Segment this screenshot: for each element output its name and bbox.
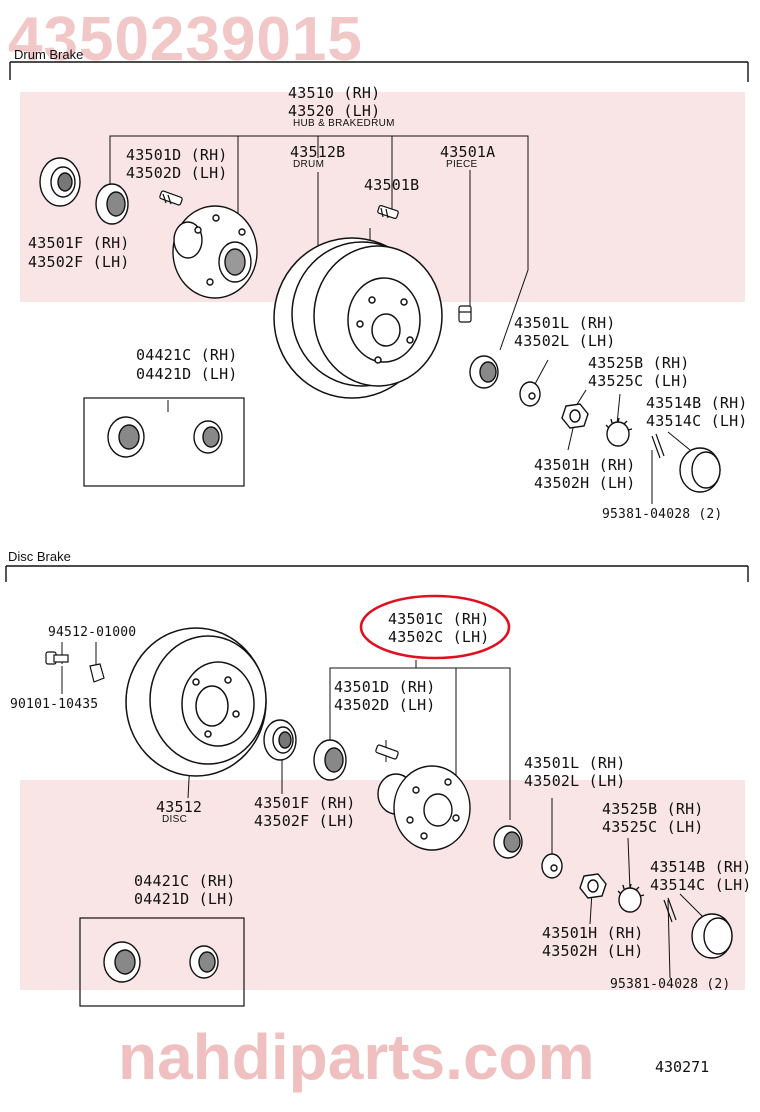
drum-cotter-pin	[651, 433, 665, 459]
disc-outer-bearing-label-lh: 43502L (LH)	[524, 772, 626, 790]
drum-bolt-b-label: 43501B	[364, 176, 420, 194]
drum-seal-label-lh: 43502F (LH)	[28, 253, 130, 271]
disc-bearing-label-lh: 04421D (LH)	[134, 890, 236, 908]
drum-hub-label-lh: 43520 (LH)	[288, 102, 381, 120]
drum-bolt-label-rh: 43501D (RH)	[126, 146, 228, 164]
disc-hub	[377, 765, 471, 851]
disc-cap-label-rh: 43514B (RH)	[650, 858, 752, 876]
disc-bearing-label-rh: 04421C (RH)	[134, 872, 236, 890]
drum-hub	[172, 205, 258, 299]
drum-outer-bearing-label-rh: 43501L (RH)	[514, 314, 616, 332]
disc-bearing-cone-2	[189, 945, 219, 979]
drum-outer-bearing-label-lh: 43502L (LH)	[514, 332, 616, 350]
drum-washer	[519, 381, 541, 407]
drum-pin-label: 95381-04028 (2)	[602, 507, 723, 522]
drum-bearing-box	[83, 397, 245, 487]
drum-nut-label-rh: 43501H (RH)	[534, 456, 636, 474]
drum-section-title: Drum Brake	[14, 47, 84, 62]
drum-bolt-label-lh: 43502D (LH)	[126, 164, 228, 182]
disc-seal-label-lh: 43502F (LH)	[254, 812, 356, 830]
disc-nut	[579, 873, 607, 899]
disc-label: 43512	[156, 798, 203, 816]
disc-set-screw	[89, 663, 105, 683]
drum-grease-cap	[679, 447, 721, 493]
disc-washer	[541, 853, 563, 879]
disc-grease-cap	[691, 913, 733, 959]
disc-lock-label-lh: 43525C (LH)	[602, 818, 704, 836]
drum-piece-sublabel: PIECE	[446, 159, 478, 170]
disc-nut-label-rh: 43501H (RH)	[542, 924, 644, 942]
disc-section-frame	[5, 565, 749, 582]
figure-number: 430271	[655, 1058, 710, 1076]
drum-bearing-label-lh: 04421D (LH)	[136, 365, 238, 383]
drum-bearing-label-rh: 04421C (RH)	[136, 346, 238, 364]
disc-outer-bearing-label-rh: 43501L (RH)	[524, 754, 626, 772]
disc-nut-label-lh: 43502H (LH)	[542, 942, 644, 960]
drum-label: 43512B	[290, 143, 346, 161]
drum-lock-cap	[605, 417, 633, 447]
drum-cap-label-lh: 43514C (LH)	[646, 412, 748, 430]
disc-bolt-d-label-rh: 43501D (RH)	[334, 678, 436, 696]
disc-cotter-pin	[663, 897, 677, 923]
drum-bearing-cone-1	[107, 416, 145, 458]
disc-stud-bolt	[375, 744, 399, 760]
disc-inner-bearing	[313, 739, 347, 781]
disc-lock-cap	[617, 883, 645, 913]
disc-hub-bolt	[45, 651, 69, 665]
disc-outer-bearing	[493, 825, 523, 859]
drum-lock-label-rh: 43525B (RH)	[588, 354, 690, 372]
drum-sublabel: DRUM	[293, 159, 325, 170]
drum-hub-sublabel: HUB & BRAKEDRUM	[293, 118, 395, 129]
disc-bolt-label: 90101-10435	[10, 697, 99, 712]
disc-section-title: Disc Brake	[8, 549, 71, 564]
drum-nut-label-lh: 43502H (LH)	[534, 474, 636, 492]
disc-sublabel: DISC	[162, 814, 188, 825]
disc-cap-label-lh: 43514C (LH)	[650, 876, 752, 894]
highlight-circle	[359, 594, 511, 660]
drum-piece-label: 43501A	[440, 143, 496, 161]
disc-seal-label-rh: 43501F (RH)	[254, 794, 356, 812]
drum-lock-label-lh: 43525C (LH)	[588, 372, 690, 390]
drum-inner-bearing	[95, 183, 129, 225]
watermark-bands	[20, 92, 745, 990]
drum-bearing-cone-2	[193, 420, 223, 454]
disc-oil-seal	[263, 719, 297, 761]
disc-bearing-cone-1	[103, 941, 141, 983]
brake-disc	[125, 627, 267, 777]
disc-pin-label: 95381-04028 (2)	[610, 977, 731, 992]
brake-drum	[273, 237, 443, 399]
drum-section-frame	[9, 61, 749, 82]
disc-hub-label-lh: 43502C (LH)	[388, 628, 490, 646]
drum-cap-label-rh: 43514B (RH)	[646, 394, 748, 412]
drum-outer-bearing	[469, 355, 499, 389]
disc-bearing-box	[79, 917, 245, 1007]
disc-hub-label-rh: 43501C (RH)	[388, 610, 490, 628]
drum-seal-label-rh: 43501F (RH)	[28, 234, 130, 252]
drum-hub-label-rh: 43510 (RH)	[288, 84, 381, 102]
drum-nut	[561, 403, 589, 429]
disc-bolt-d-label-lh: 43502D (LH)	[334, 696, 436, 714]
drum-hub-bolt	[159, 190, 183, 206]
drum-oil-seal	[39, 157, 81, 207]
disc-lock-label-rh: 43525B (RH)	[602, 800, 704, 818]
drum-bolt	[377, 205, 399, 219]
drum-piece	[458, 305, 472, 323]
disc-screw-label: 94512-01000	[48, 625, 137, 640]
